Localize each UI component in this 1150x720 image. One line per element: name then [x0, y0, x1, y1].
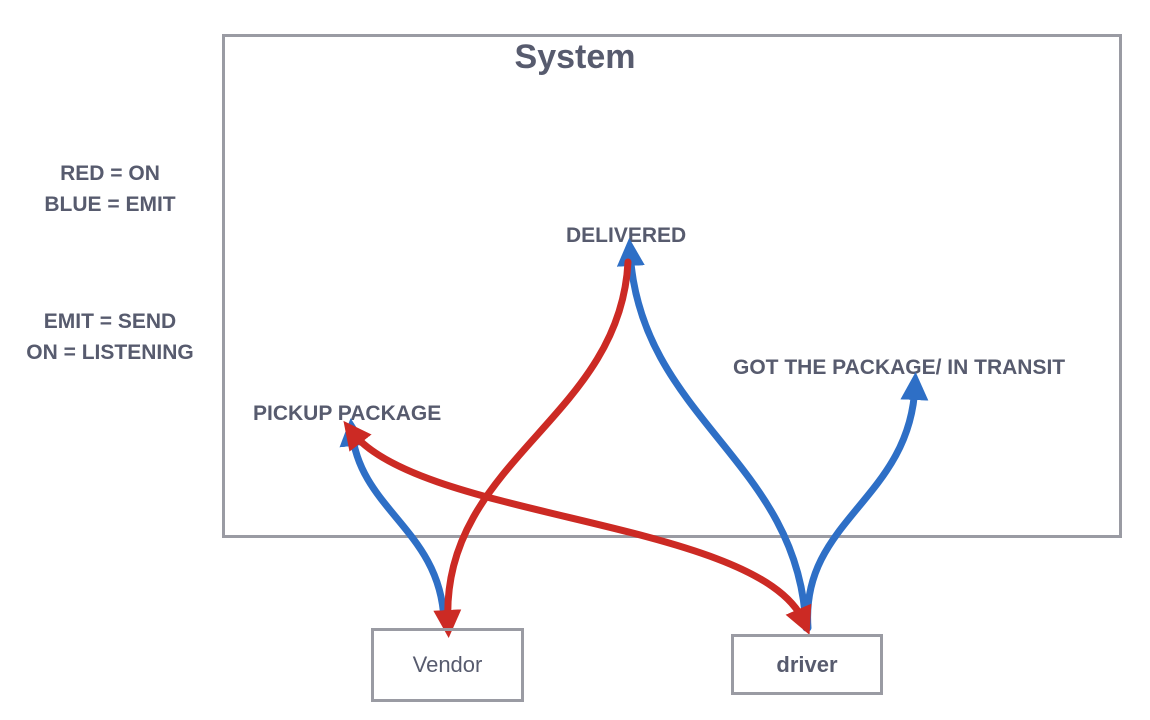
event-pickup-package: PICKUP PACKAGE	[253, 402, 442, 425]
driver-box: driver	[731, 634, 883, 695]
legend-on-listening: ON = LISTENING	[26, 341, 194, 364]
legend-red-on: RED = ON	[60, 162, 160, 185]
event-in-transit: GOT THE PACKAGE/ IN TRANSIT	[733, 356, 1066, 379]
legend-emit-send: EMIT = SEND	[43, 310, 177, 333]
driver-label: driver	[776, 651, 838, 677]
system-box	[222, 34, 1122, 538]
meaning-legend: EMIT = SEND ON = LISTENING	[10, 306, 210, 368]
system-title: System	[514, 38, 636, 76]
vendor-box: Vendor	[371, 628, 524, 702]
vendor-label: Vendor	[412, 652, 483, 677]
event-delivered: DELIVERED	[566, 224, 687, 247]
color-legend: RED = ON BLUE = EMIT	[30, 158, 190, 220]
legend-blue-emit: BLUE = EMIT	[44, 193, 176, 216]
